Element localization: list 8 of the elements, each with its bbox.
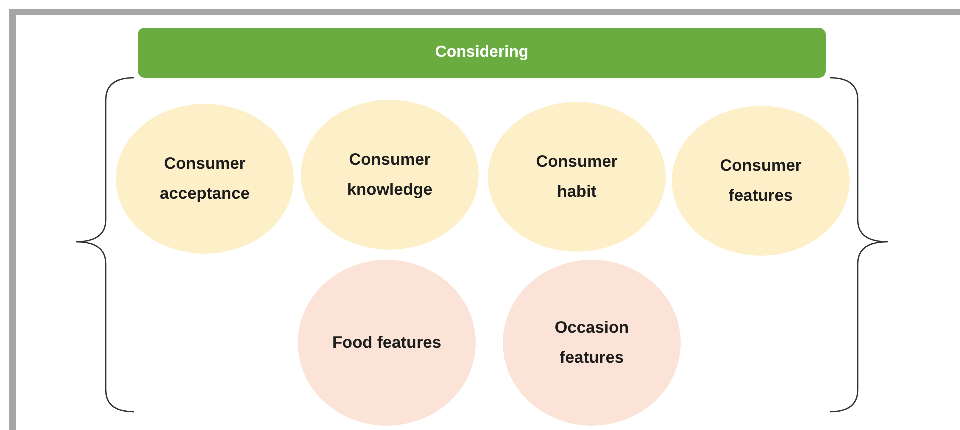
node-label: Food features bbox=[332, 333, 442, 354]
node-label: Occasion features bbox=[554, 318, 630, 369]
node-label: Consumer habit bbox=[535, 152, 619, 203]
node-label: Consumer features bbox=[719, 156, 803, 207]
header-bar bbox=[138, 28, 826, 78]
header-label: Considering bbox=[435, 44, 529, 62]
node-label: Consumer acceptance bbox=[159, 154, 251, 205]
node-label: Consumer knowledge bbox=[346, 150, 434, 201]
